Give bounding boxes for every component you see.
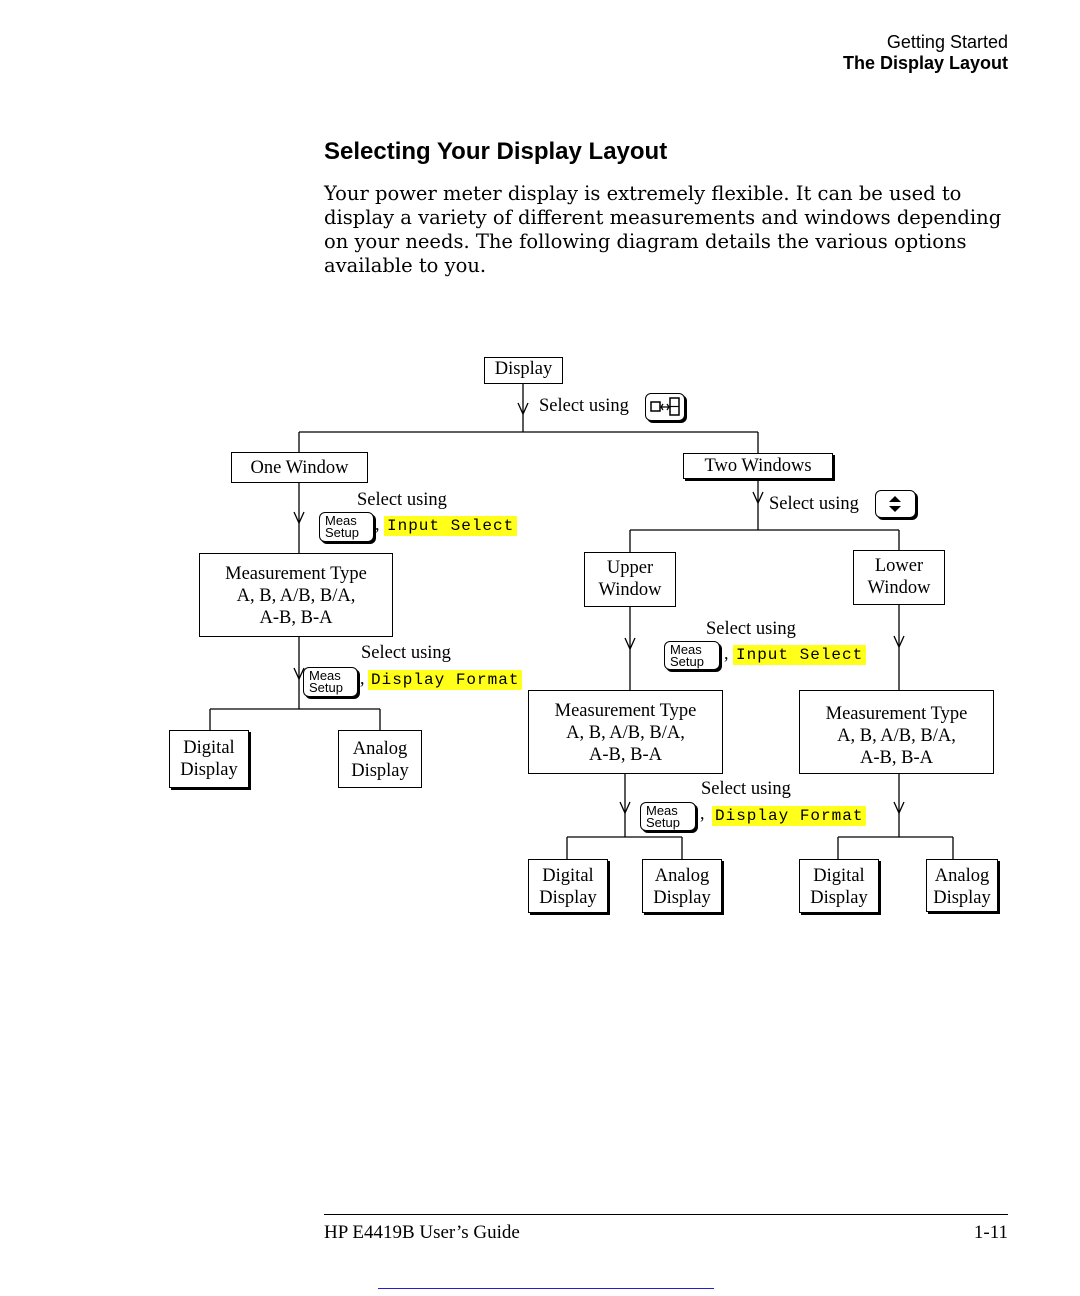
one-window-label: One Window [250, 458, 349, 478]
analog-display-line2: Display [653, 888, 711, 908]
analog-display-box: Analog Display [926, 859, 998, 912]
lower-window-line1: Lower [874, 556, 924, 576]
measurement-type-options-1: A, B, A/B, B/A, [236, 586, 356, 606]
upper-window-line1: Upper [606, 558, 654, 578]
digital-display-line1: Digital [183, 738, 235, 758]
measurement-type-options-1: A, B, A/B, B/A, [837, 726, 956, 746]
analog-display-line2: Display [933, 888, 991, 908]
two-windows-label: Two Windows [704, 456, 812, 476]
measurement-type-box: Measurement Type A, B, A/B, B/A, A-B, B-… [199, 553, 393, 637]
measurement-type-box: Measurement Type A, B, A/B, B/A, A-B, B-… [528, 690, 723, 774]
footer-rule [324, 1214, 1008, 1215]
analog-display-box: Analog Display [338, 730, 422, 788]
meas-setup-key-line2: Setup [646, 815, 680, 830]
meas-setup-key-line1: Meas [325, 513, 357, 528]
analog-display-box: Analog Display [642, 859, 722, 913]
measurement-type-title: Measurement Type [554, 701, 697, 721]
meas-setup-key-line1: Meas [309, 668, 341, 683]
meas-setup-key-line1: Meas [670, 642, 702, 657]
upper-window-box: Upper Window [584, 552, 676, 607]
section-title: Selecting Your Display Layout [324, 138, 668, 165]
comma: , [724, 643, 729, 663]
select-using-label: Select using [706, 619, 796, 639]
meas-setup-key-line1: Meas [646, 803, 678, 818]
digital-display-box: Digital Display [169, 730, 249, 788]
digital-display-box: Digital Display [528, 859, 608, 913]
upper-window-line2: Window [598, 580, 662, 600]
one-window-box: One Window [231, 452, 368, 483]
meas-setup-key-line2: Setup [309, 680, 343, 695]
analog-display-line1: Analog [934, 866, 990, 886]
measurement-type-options-2: A-B, B-A [259, 608, 333, 628]
display-box: Display [484, 357, 563, 384]
meas-setup-key-icon: Meas Setup [303, 667, 358, 697]
display-format-softkey: Display Format [368, 670, 523, 690]
digital-display-line2: Display [810, 888, 868, 908]
bottom-link-underline[interactable] [378, 1288, 714, 1289]
digital-display-line1: Digital [542, 866, 594, 886]
meas-setup-key-line2: Setup [325, 525, 359, 540]
measurement-type-options-2: A-B, B-A [589, 745, 662, 765]
select-using-label: Select using [769, 494, 859, 514]
comma: , [375, 514, 380, 534]
lower-window-box: Lower Window [853, 550, 945, 605]
analog-display-line1: Analog [352, 739, 408, 759]
input-select-softkey: Input Select [733, 645, 867, 665]
footer-page-number: 1-11 [973, 1222, 1008, 1243]
meas-setup-key-line2: Setup [670, 654, 704, 669]
select-using-label: Select using [357, 490, 447, 510]
running-header-subsection: The Display Layout [842, 53, 1008, 73]
measurement-type-title: Measurement Type [225, 564, 367, 584]
footer-guide-title: HP E4419B User’s Guide [324, 1222, 520, 1243]
display-format-softkey: Display Format [712, 806, 867, 826]
digital-display-line1: Digital [813, 866, 865, 886]
digital-display-box: Digital Display [799, 859, 879, 913]
digital-display-line2: Display [539, 888, 597, 908]
select-using-label: Select using [361, 643, 451, 663]
two-windows-box: Two Windows [683, 453, 833, 479]
analog-display-line2: Display [351, 761, 409, 781]
analog-display-line1: Analog [654, 866, 710, 886]
comma: , [700, 803, 705, 823]
measurement-type-options-2: A-B, B-A [860, 748, 933, 768]
comma: , [360, 668, 365, 688]
measurement-type-box: Measurement Type A, B, A/B, B/A, A-B, B-… [799, 690, 994, 774]
measurement-type-options-1: A, B, A/B, B/A, [566, 723, 685, 743]
meas-setup-key-icon: Meas Setup [319, 512, 374, 542]
measurement-type-title: Measurement Type [825, 704, 968, 724]
digital-display-line2: Display [180, 760, 238, 780]
select-using-label: Select using [701, 779, 791, 799]
lower-window-line2: Window [867, 578, 931, 598]
window-toggle-key-icon [645, 393, 685, 421]
meas-setup-key-icon: Meas Setup [640, 802, 696, 831]
select-using-label: Select using [539, 396, 629, 416]
meas-setup-key-icon: Meas Setup [664, 641, 720, 670]
intro-paragraph: Your power meter display is extremely fl… [324, 182, 1002, 277]
running-header-section: Getting Started [886, 32, 1008, 52]
input-select-softkey: Input Select [384, 516, 518, 536]
up-down-arrow-key-icon [875, 490, 916, 518]
display-box-label: Display [494, 359, 553, 379]
